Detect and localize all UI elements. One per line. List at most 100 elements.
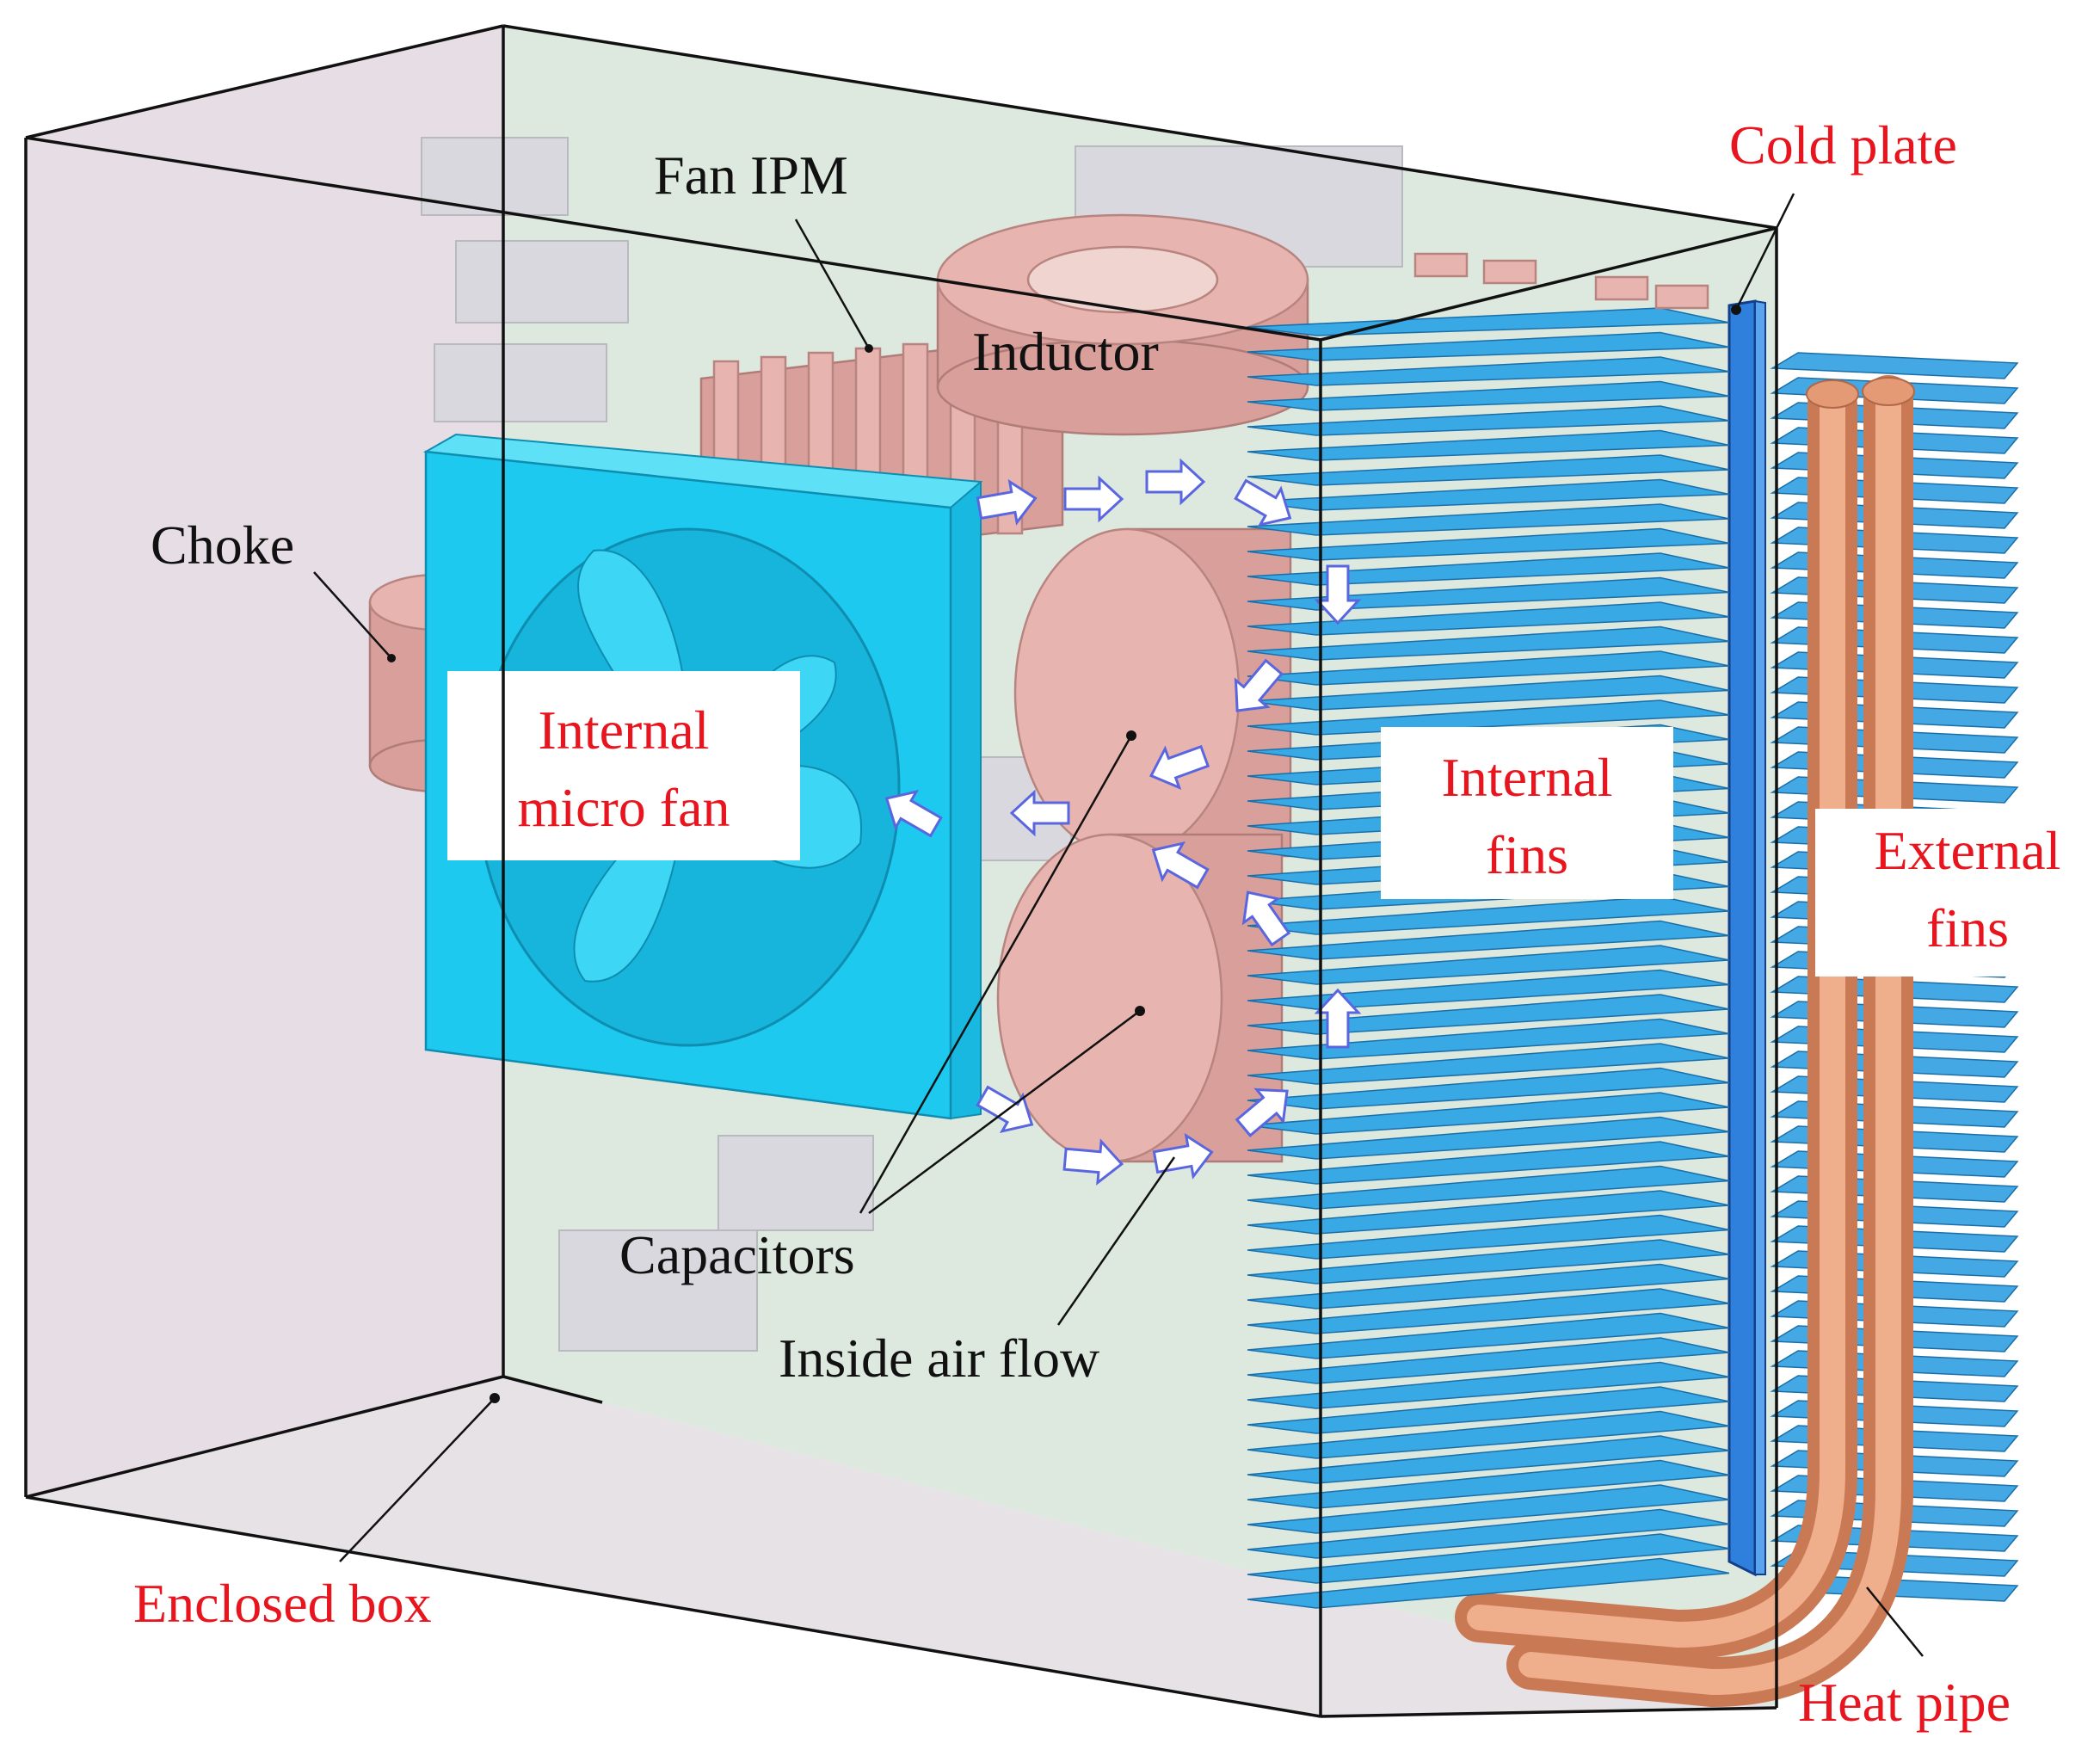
- internal-fin: [1247, 1190, 1730, 1235]
- cold-plate-edge: [1754, 299, 1766, 1575]
- internal-fin: [1247, 699, 1730, 736]
- internal-fin: [1247, 1484, 1730, 1534]
- internal-fin: [1247, 1263, 1730, 1309]
- internal-fin: [1247, 994, 1730, 1035]
- leader-dot: [1126, 730, 1136, 741]
- internal-fin: [1247, 1337, 1730, 1384]
- box-edge: [25, 136, 1321, 342]
- leader-fan-ipm: [794, 219, 871, 349]
- leader-lines: [313, 193, 1924, 1657]
- internal-fin: [1247, 1557, 1730, 1609]
- white-arrow-icon: [1234, 478, 1292, 527]
- internal-micro-fan: [422, 433, 983, 1120]
- cold-plate: [1727, 299, 1766, 1577]
- inductor: [936, 213, 1309, 436]
- label-internal-micro-fan-1: Internal: [539, 699, 710, 761]
- internal-fin: [1247, 503, 1730, 536]
- label-internal-micro-fan-2: micro fan: [518, 777, 730, 838]
- leader-dot: [1731, 305, 1741, 315]
- external-fin: [1770, 352, 2019, 379]
- fan-label-box: [447, 671, 800, 860]
- label-internal-fins-1: Internal: [1442, 747, 1613, 808]
- capacitor-face-lower: [996, 833, 1223, 1163]
- internal-fin: [1247, 601, 1730, 636]
- white-arrow-icon: [976, 1085, 1034, 1134]
- box-edges: [24, 24, 1778, 1718]
- internal-fin: [1247, 1116, 1730, 1160]
- leader-dot: [387, 654, 396, 662]
- leader-cold-plate: [1734, 193, 1795, 311]
- grey-block: [558, 1229, 758, 1352]
- internal-fin: [1247, 625, 1730, 661]
- internal-fin: [1247, 1092, 1730, 1135]
- internal-fin: [1247, 1018, 1730, 1060]
- thermal-pad: [1594, 275, 1649, 301]
- white-arrow-icon: [1314, 988, 1362, 1049]
- white-arrow-icon: [1314, 564, 1362, 625]
- leader-air-flow: [1056, 1156, 1176, 1326]
- airflow-arrows: [884, 458, 1362, 1186]
- grey-block: [455, 240, 629, 323]
- internal-fin: [1247, 675, 1730, 711]
- box-edge: [25, 24, 504, 139]
- box-edge: [25, 1495, 1321, 1718]
- white-arrow-icon: [1151, 841, 1210, 890]
- internal-fin: [1247, 405, 1730, 436]
- leader-enclosed-box: [339, 1397, 496, 1562]
- thermal-pad: [1654, 284, 1709, 310]
- white-arrow-icon: [1234, 658, 1284, 712]
- white-arrow-icon: [1009, 789, 1070, 837]
- label-heat-pipe: Heat pipe: [1798, 1672, 2011, 1733]
- capacitors: [996, 527, 1292, 1163]
- internal-fin: [1247, 896, 1730, 935]
- box-left-wall: [26, 26, 503, 1497]
- label-internal-fins-2: fins: [1486, 824, 1568, 885]
- internal-fin: [1247, 1067, 1730, 1110]
- leader-choke: [313, 571, 392, 659]
- internal-fin: [1247, 969, 1730, 1010]
- label-fan-ipm: Fan IPM: [654, 145, 848, 206]
- leader-heat-pipe: [1866, 1587, 1924, 1657]
- labels: Fan IPM Inductor Choke Cold plate Intern…: [133, 114, 2060, 1733]
- inductor-hole: [1026, 245, 1219, 314]
- grey-block: [717, 1135, 874, 1231]
- white-arrow-icon: [1235, 1087, 1289, 1137]
- thermal-pads: [1413, 252, 1709, 310]
- internal-fin: [1247, 454, 1730, 486]
- leader-dot: [865, 344, 873, 353]
- label-enclosed-box: Enclosed box: [133, 1573, 432, 1634]
- cold-plate-face: [1727, 299, 1757, 1577]
- internal-fin: [1247, 1165, 1730, 1210]
- leader-dot: [490, 1393, 500, 1403]
- thermal-pad: [1413, 252, 1469, 278]
- internal-fin: [1247, 478, 1730, 511]
- internal-fin: [1247, 576, 1730, 611]
- internal-fin: [1247, 331, 1730, 361]
- white-arrow-icon: [1145, 458, 1206, 506]
- internal-fin: [1247, 1508, 1730, 1559]
- label-external-fins-1: External: [1875, 820, 2061, 881]
- heat-pipe-cap: [1862, 377, 1915, 406]
- white-arrow-icon: [1063, 475, 1124, 523]
- white-arrow-icon: [976, 478, 1038, 526]
- internal-fin: [1247, 1459, 1730, 1509]
- heat-pipe-u-2-core: [1518, 387, 1901, 1696]
- label-inside-air-flow: Inside air flow: [779, 1328, 1099, 1389]
- box-edge: [25, 1375, 504, 1499]
- internal-fin: [1247, 1288, 1730, 1334]
- internal-fin: [1247, 429, 1730, 461]
- internal-fin: [1247, 1533, 1730, 1584]
- box-edge: [502, 1375, 603, 1404]
- white-arrow-icon: [1062, 1138, 1124, 1186]
- internal-fin: [1247, 650, 1730, 686]
- leader-dot: [1135, 1006, 1145, 1016]
- box-edge: [502, 24, 1777, 230]
- grey-block: [434, 343, 607, 422]
- internal-fins-label-box: [1381, 727, 1673, 899]
- internal-fin: [1247, 1386, 1730, 1434]
- internal-fin: [1247, 945, 1730, 985]
- internal-fin: [1247, 1361, 1730, 1409]
- heat-pipe-u-1-core: [1467, 391, 1845, 1648]
- external-fins-label-box: [1815, 809, 2086, 977]
